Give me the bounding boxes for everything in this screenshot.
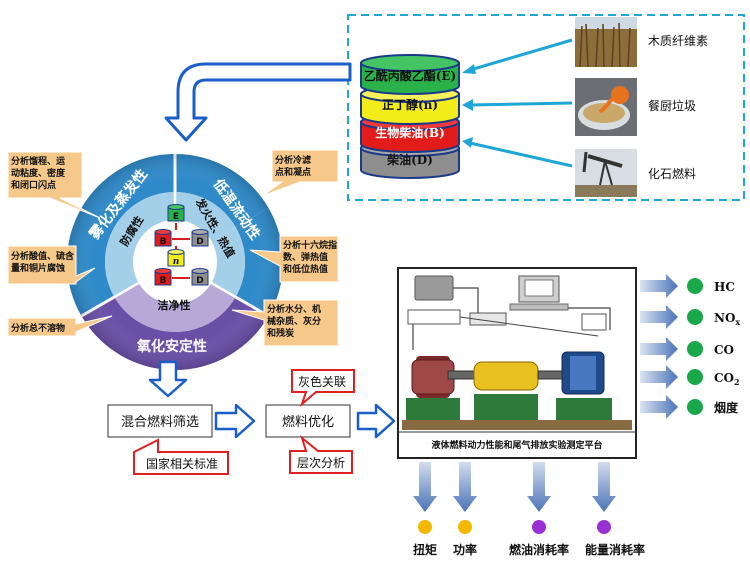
center-letter-d: D — [196, 237, 203, 247]
ahp-callout — [289, 435, 353, 474]
center-letter-b2: B — [160, 276, 167, 286]
wheel-outer-oxidation: 氧化安定性 — [136, 338, 207, 355]
perf-power: 功率 — [453, 542, 477, 557]
center-letter-b: B — [160, 237, 167, 247]
annotation-6: 分析水分、机械杂质、灰分和残炭 — [266, 303, 321, 339]
annotation-texts: 分析馏程、运动粘度、密度和闭口闪点 分析酸值、硫含量和铜片腐蚀 分析总不溶物 分… — [10, 154, 337, 339]
photo-biomass — [575, 17, 637, 68]
blend-screening-label: 混合燃料筛选 — [121, 414, 199, 430]
center-letter-e: E — [173, 212, 179, 222]
stack-label-biodiesel: 生物柴油(B) — [375, 125, 445, 140]
emission-nox: NOx — [714, 311, 740, 327]
test-platform — [397, 267, 637, 459]
wheel-inner-cleanliness: 洁净性 — [158, 298, 191, 312]
emission-co: CO — [714, 343, 734, 357]
stack-layer-ethyl-levulinate — [360, 54, 460, 95]
blend-screening-box — [107, 404, 213, 438]
right-arrow-1 — [214, 403, 256, 439]
stack-label-ethyl-levulinate: 乙酰丙酸乙酯(E) — [364, 68, 457, 83]
annotation-2: 分析酸值、硫含量和铜片腐蚀 — [11, 250, 75, 274]
center-letter-d2: D — [196, 276, 203, 286]
annotation-4: 分析冷滤点和凝点 — [275, 154, 311, 178]
wheel-center-cylinders — [154, 204, 209, 286]
source-arrows — [462, 38, 573, 168]
annotation-callouts — [7, 149, 339, 347]
center-letter-n: n — [173, 257, 180, 267]
source-label-fossil: 化石燃料 — [648, 166, 696, 181]
emission-smoke: 烟度 — [714, 400, 739, 415]
national-standard-callout — [133, 438, 229, 475]
source-label-kitchen-waste: 餐厨垃圾 — [648, 98, 696, 113]
emission-arrows — [640, 274, 703, 419]
down-arrow — [148, 360, 188, 398]
right-arrow-2 — [356, 403, 396, 439]
fuel-stack: 乙酰丙酸乙酯(E) 正丁醇(n) 生物柴油(B) 柴油(D) — [360, 54, 460, 179]
perf-energy-consumption: 能量消耗率 — [585, 542, 645, 557]
national-standard-label: 国家相关标准 — [146, 456, 218, 471]
fuel-optimization-label: 燃料优化 — [282, 414, 334, 430]
grey-relation-label: 灰色关联 — [298, 375, 346, 389]
perf-fuel-consumption: 燃油消耗率 — [509, 542, 569, 557]
stack-label-butanol: 正丁醇(n) — [382, 97, 438, 112]
annotation-5: 分析十六烷指数、弹热值和低位热值 — [282, 239, 337, 275]
ahp-label: 层次分析 — [297, 456, 345, 470]
annotation-1: 分析馏程、运动粘度、密度和闭口闪点 — [10, 155, 66, 191]
source-panel-border — [347, 14, 745, 201]
grey-relation-callout — [291, 369, 355, 408]
photo-kitchen-waste — [575, 78, 637, 136]
emission-hc: HC — [714, 280, 735, 294]
perf-torque: 扭矩 — [413, 542, 437, 557]
source-label-biomass: 木质纤维素 — [648, 34, 708, 48]
emission-co2: CO2 — [714, 371, 740, 387]
photo-oil-pump — [575, 149, 637, 197]
hook-arrow — [164, 62, 352, 142]
stack-label-diesel: 柴油(D) — [386, 152, 433, 167]
annotation-3: 分析总不溶物 — [11, 322, 65, 334]
fuel-optimization-box — [265, 404, 351, 438]
platform-title: 液体燃料动力性能和尾气排放实验测定平台 — [431, 439, 602, 451]
property-wheel — [67, 154, 283, 370]
performance-arrows — [413, 462, 616, 534]
